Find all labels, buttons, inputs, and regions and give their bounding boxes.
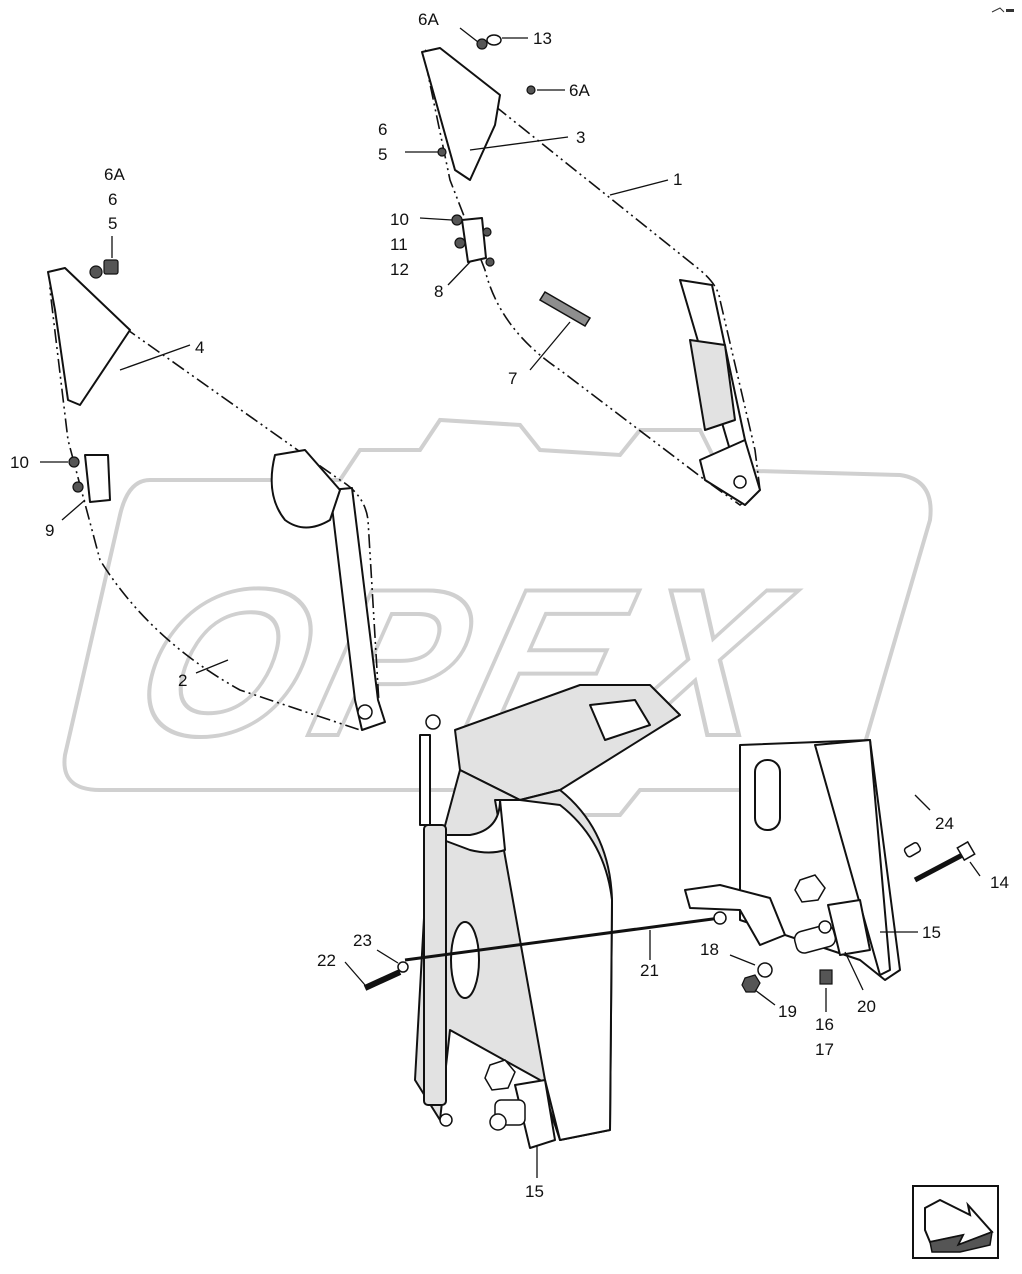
callout-14: 14 [990, 873, 1009, 892]
callout-19: 19 [778, 1002, 797, 1021]
frame-side-slot [450, 921, 480, 999]
panel-2-top-flange [47, 267, 131, 406]
bolt-15-right [818, 920, 832, 934]
part-7-strip [538, 290, 592, 328]
callout-13: 13 [533, 29, 552, 48]
callout-6-left: 6 [108, 190, 117, 209]
callout-22: 22 [317, 951, 336, 970]
leader-lines [40, 27, 981, 1178]
panel-2-front-edge [329, 487, 386, 731]
bolt-22 [363, 969, 402, 991]
latch-plate-fold [814, 739, 891, 976]
bolt-5-upper [437, 147, 447, 157]
fitting-24 [903, 842, 922, 858]
nut-19 [741, 974, 761, 993]
latch-plate-slot [754, 759, 781, 831]
callout-10-left: 10 [10, 453, 29, 472]
nut-6a-top [476, 38, 488, 50]
latch-assembly [363, 739, 976, 993]
bolt-14-head [956, 840, 976, 862]
panel-2-pivot [357, 704, 373, 720]
panel-1-outline [424, 48, 761, 506]
bolt-10-left [68, 456, 80, 468]
bolt-11 [454, 237, 466, 249]
callout-20: 20 [857, 997, 876, 1016]
frame-front-web [494, 799, 613, 1141]
nut-12-b [485, 257, 495, 267]
frame-bracket-cutout [429, 799, 506, 854]
nut-6a-right [526, 85, 536, 95]
panel-2 [47, 259, 386, 731]
callout-5-upper: 5 [378, 145, 387, 164]
callout-23: 23 [353, 931, 372, 950]
washer-18 [757, 962, 773, 978]
panel-1-rear-strip [689, 339, 736, 431]
panel-1 [421, 34, 761, 506]
cable-21 [404, 916, 721, 962]
callout-3: 3 [576, 128, 585, 147]
callout-11: 11 [390, 235, 408, 254]
callout-labels: 6A 13 6A 6 5 3 1 10 11 12 8 7 6A 6 5 4 1… [10, 10, 1009, 1201]
latch-hex-nut [794, 874, 826, 903]
callout-10-upper: 10 [390, 210, 409, 229]
callout-16: 16 [815, 1015, 834, 1034]
callout-18: 18 [700, 940, 719, 959]
cable-21-end [713, 911, 727, 925]
bolt-9 [72, 481, 84, 493]
panel-1-bottom-bracket [699, 439, 761, 506]
callout-8: 8 [434, 282, 443, 301]
callout-4: 4 [195, 338, 204, 357]
callout-12: 12 [390, 260, 409, 279]
frame-pivot-plate [514, 1079, 556, 1149]
callout-5-left: 5 [108, 214, 117, 233]
callout-2: 2 [178, 671, 187, 690]
bolt-15-lower [489, 1113, 507, 1131]
callout-24: 24 [935, 814, 954, 833]
bolt-5-left [103, 259, 119, 275]
part-9-hinge [84, 454, 111, 503]
next-page-arrow-icon[interactable] [912, 1185, 999, 1259]
gas-strut-cylinder [423, 824, 447, 1106]
frame-hex-nut [484, 1059, 516, 1091]
callout-6-upper: 6 [378, 120, 387, 139]
panel-2-inner-bracket [270, 449, 341, 529]
ring-13 [486, 34, 502, 46]
corner-mark-icon [991, 7, 1014, 13]
gas-strut-rod [419, 734, 431, 826]
callout-9: 9 [45, 521, 54, 540]
latch-lever [684, 884, 786, 946]
callout-17: 17 [815, 1040, 834, 1059]
callout-6a-top: 6A [418, 10, 439, 29]
bolt-10-upper [451, 214, 463, 226]
panel-1-top-flange [421, 47, 501, 181]
nut-12-a [482, 227, 492, 237]
lower-frame [414, 684, 681, 1149]
callout-15-bottom: 15 [525, 1182, 544, 1201]
gas-strut-bottom-end [439, 1113, 453, 1127]
bolt-14-shank [913, 849, 970, 883]
washer-23 [397, 961, 409, 973]
panel-1-pivot [733, 475, 747, 489]
part-8-hinge [461, 217, 487, 263]
frame-top-recess [589, 699, 651, 741]
callout-21: 21 [640, 961, 659, 980]
callout-7: 7 [508, 369, 517, 388]
bolt-16 [819, 969, 833, 985]
callout-6a-right: 6A [569, 81, 590, 100]
nut-6-left [89, 265, 103, 279]
callout-6a-left: 6A [104, 165, 125, 184]
callout-1: 1 [673, 170, 682, 189]
panel-2-outline [49, 273, 381, 731]
gas-strut-top-end [425, 714, 441, 730]
callout-15-right: 15 [922, 923, 941, 942]
